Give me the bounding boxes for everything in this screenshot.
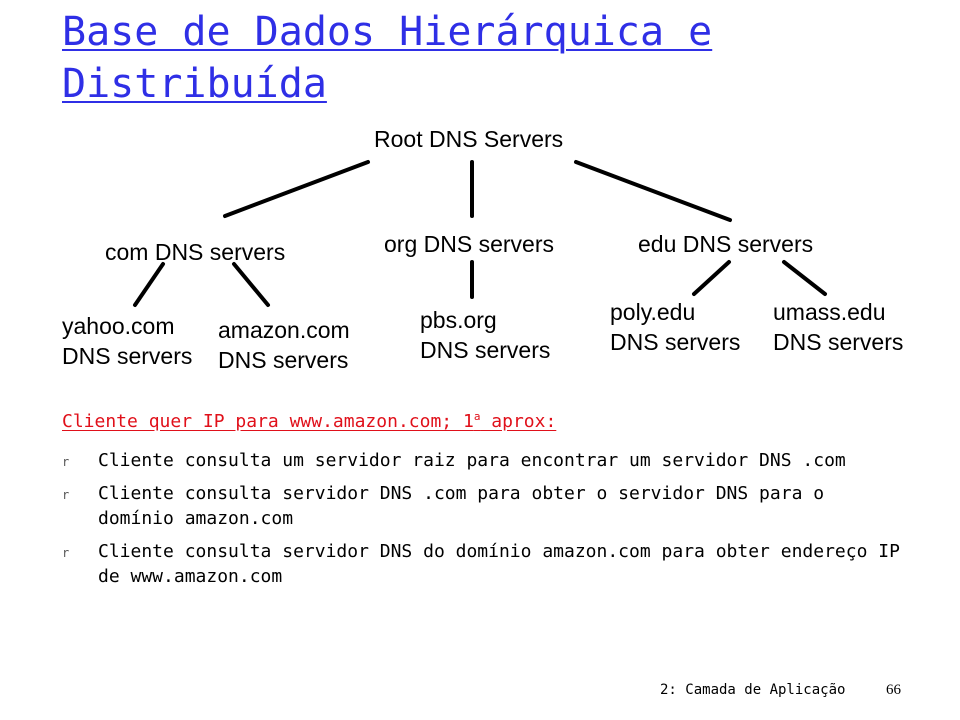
edge-com-amazon [232,262,270,307]
node-amazon: amazon.com DNS servers [218,315,350,375]
list-item-text: Cliente consulta servidor DNS .com para … [98,483,825,529]
edge-root-edu [574,160,732,222]
node-pbs-line2: DNS servers [420,337,551,363]
edge-root-com [223,160,370,218]
node-amazon-line2: DNS servers [218,347,349,373]
node-pbs-line1: pbs.org [420,307,497,333]
page-number: 66 [886,682,901,698]
dns-hierarchy-tree [133,160,827,307]
node-umass: umass.edu DNS servers [773,297,903,357]
node-umass-line2: DNS servers [773,329,904,355]
node-amazon-line1: amazon.com [218,317,350,343]
node-edu: edu DNS servers [638,231,814,257]
node-root: Root DNS Servers [374,126,564,152]
list-item: r Cliente consulta servidor DNS do domín… [62,539,902,589]
node-poly-line1: poly.edu [610,299,696,325]
steps-list: r Cliente consulta um servidor raiz para… [62,448,902,597]
bullet-icon: r [62,546,70,560]
node-pbs: pbs.org DNS servers [420,305,550,365]
subtitle-superscript: a [473,410,481,423]
bullet-icon: r [62,488,70,502]
node-poly-line2: DNS servers [610,329,741,355]
edge-edu-poly [692,260,731,296]
node-com: com DNS servers [105,239,286,265]
list-item: r Cliente consulta servidor DNS .com par… [62,481,902,531]
subtitle-tail: aprox: [480,411,557,432]
node-org: org DNS servers [384,231,554,257]
scenario-subtitle: Cliente quer IP para www.amazon.com; 1a … [62,410,556,432]
edge-edu-umass [782,260,827,296]
subtitle-text: Cliente quer IP para www.amazon.com; 1 [62,411,474,432]
node-yahoo-line1: yahoo.com [62,313,175,339]
list-item-text: Cliente consulta um servidor raiz para e… [98,450,846,471]
bullet-icon: r [62,455,70,469]
footer-chapter: 2: Camada de Aplicação [660,682,846,698]
list-item-text: Cliente consulta servidor DNS do domínio… [98,541,900,587]
node-yahoo-line2: DNS servers [62,343,193,369]
slide-title: Base de Dados Hierárquica e Distribuída [62,9,713,107]
node-umass-line1: umass.edu [773,299,886,325]
node-poly: poly.edu DNS servers [610,297,740,357]
edge-com-yahoo [133,262,165,307]
list-item: r Cliente consulta um servidor raiz para… [62,448,902,473]
node-yahoo: yahoo.com DNS servers [62,311,192,371]
